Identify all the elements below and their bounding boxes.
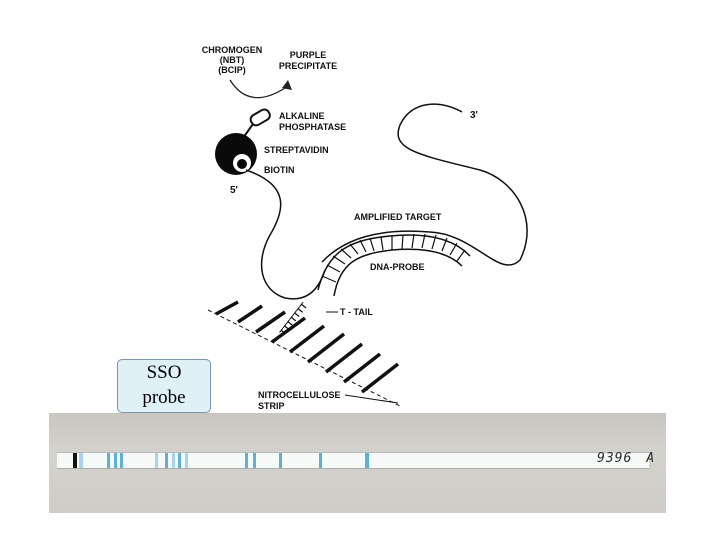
dna-probe-rungs <box>321 233 466 283</box>
nitrocellulose-pointer <box>344 394 399 404</box>
strip-marker-band <box>73 453 77 468</box>
sample-letter: A <box>646 451 656 466</box>
callout-line-1: SSO <box>146 362 182 383</box>
biotin-core <box>237 159 247 169</box>
probe-band <box>279 453 282 468</box>
strip-handwriting: 9396 A <box>597 451 669 466</box>
nitrocellulose-strip-drawing <box>215 300 400 394</box>
dna-probe-label: DNA-PROBE <box>370 262 425 272</box>
chromogen-label-line-2: (NBT) <box>220 55 245 65</box>
strip-edge <box>207 309 401 407</box>
biotin-label: BIOTIN <box>264 165 295 175</box>
probe-band <box>185 453 188 468</box>
alkaline-label-line-1: ALKALINE <box>279 111 325 121</box>
precipitate-label-line-2: PRECIPITATE <box>279 61 337 71</box>
sample-number: 9396 <box>597 451 633 466</box>
probe-band <box>120 453 123 468</box>
strip-photo: 9396 A <box>49 413 666 513</box>
alkaline-phosphatase-shape <box>249 108 271 127</box>
probe-band <box>114 453 117 468</box>
probe-band <box>79 453 83 468</box>
probe-band <box>365 453 369 468</box>
amplified-target-label: AMPLIFIED TARGET <box>354 212 442 222</box>
probe-band <box>253 453 256 468</box>
probe-band <box>319 453 322 468</box>
probe-strand <box>245 169 326 300</box>
streptavidin-label: STREPTAVIDIN <box>264 145 329 155</box>
nitrocellulose-label-line-1: NITROCELLULOSE <box>258 390 341 400</box>
probe-band <box>178 453 181 468</box>
probe-band <box>107 453 110 468</box>
target-strand <box>321 103 528 266</box>
reaction-arrow <box>229 79 289 99</box>
probe-band <box>245 453 248 468</box>
five-prime-label: 5' <box>230 185 238 196</box>
hybridization-diagram: CHROMOGEN (NBT) (BCIP) PURPLE PRECIPITAT… <box>136 45 528 410</box>
reaction-arrowhead <box>282 80 292 90</box>
sso-probe-callout: SSO probe <box>117 359 211 413</box>
probe-band <box>172 453 175 468</box>
dna-probe-ladder-inner <box>333 248 463 297</box>
chromogen-label-line-3: (BCIP) <box>218 65 246 75</box>
chromogen-label-line-1: CHROMOGEN <box>202 45 263 55</box>
alkaline-label-line-2: PHOSPHATASE <box>279 122 346 132</box>
three-prime-label: 3' <box>470 110 478 121</box>
nitrocellulose-label-line-2: STRIP <box>258 401 285 410</box>
t-tail-label: T - TAIL <box>340 307 373 317</box>
precipitate-label-line-1: PURPLE <box>290 50 327 60</box>
probe-band <box>155 453 158 468</box>
probe-band <box>165 453 168 468</box>
callout-line-2: probe <box>142 387 186 408</box>
test-strip: 9396 A <box>57 451 654 469</box>
dna-probe-ladder-outer <box>317 234 471 291</box>
